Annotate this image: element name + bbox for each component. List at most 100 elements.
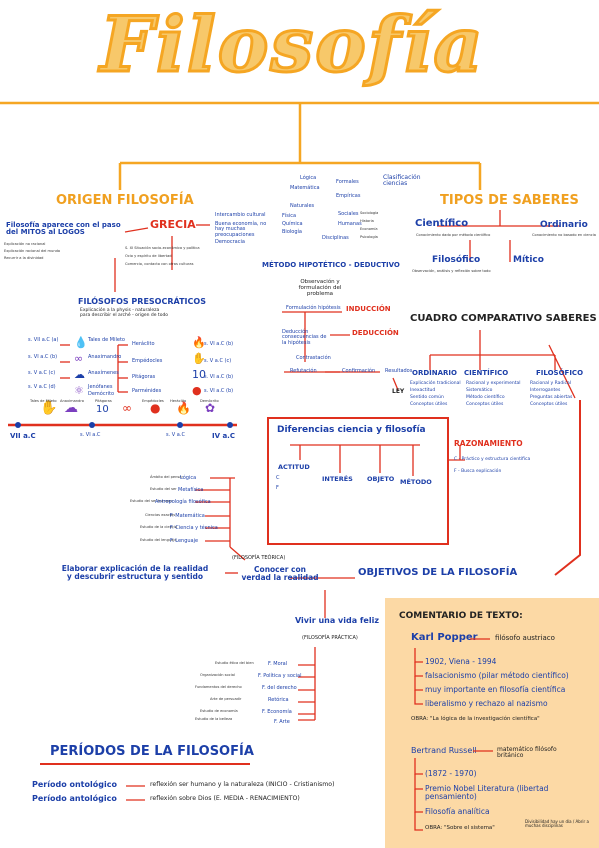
- metodo-top-10: Humanas: [338, 221, 362, 227]
- filosofia-teorica: (FILOSOFÍA TEÓRICA): [232, 555, 286, 561]
- grecia-label: GRECIA: [150, 218, 196, 231]
- right-date-1: s. V a.C (c): [204, 358, 232, 364]
- presocraticos-sub: Explicación a la physis - naturaleza par…: [80, 308, 169, 318]
- metodo-step-2: INDUCCIÓN: [346, 305, 391, 313]
- cuadro-cien-0: Racional y experimental: [466, 381, 521, 386]
- rama-right-1: F. Política y social: [258, 673, 302, 679]
- rama-left-note-4: Estudio de la ciencia: [140, 525, 178, 529]
- diferencias-col-0: ACTITUD: [278, 463, 310, 471]
- timeline-mark-0: Tales de Mileto: [30, 399, 57, 403]
- metodo-top-4: Empíricas: [336, 193, 361, 199]
- russell-obra-note: Divisibilidad hay un día / Abrir a mucha…: [525, 819, 589, 829]
- rama-left-5: F. Lenguaje: [170, 538, 199, 544]
- timeline-mark-4: Heráclito: [170, 399, 187, 403]
- timeline-mark-1: Anaximandro: [60, 399, 84, 403]
- metodo-step-5: Contrastación: [296, 355, 331, 361]
- grecia-note-2: Comercio, contacto con otras culturas: [125, 262, 194, 266]
- cuadro-col-2: FILOSÓFICO: [536, 369, 584, 377]
- svg-text:10: 10: [96, 404, 109, 415]
- commentary-box: COMENTARIO DE TEXTO: Karl Popper filósof…: [385, 598, 599, 848]
- razonamiento-heading: RAZONAMIENTO: [454, 439, 523, 448]
- russell-item-1: Premio Nobel Literatura (libertad pensam…: [425, 784, 549, 801]
- metodo-step-7: Confirmación: [342, 368, 376, 374]
- rama-right-5: F. Arte: [274, 719, 290, 725]
- rama-left-note-0: Ámbito del pensar: [150, 475, 183, 479]
- rama-left-2: Antropología filosófica: [155, 499, 211, 505]
- timeline-3: IV a.C: [212, 432, 235, 440]
- metodo-top-15: Disciplinas: [322, 235, 349, 241]
- tipos-note-0: Conocimiento dado por método científico: [416, 233, 491, 237]
- conocer-label: Conocer con verdad la realidad: [241, 565, 319, 582]
- presocraticos-title: FILÓSOFOS PRESOCRÁTICOS: [78, 297, 206, 306]
- origen-heading: ORIGEN FILOSOFÍA: [56, 193, 194, 208]
- left-name-5: Demócrito: [88, 391, 115, 397]
- cuadro-filo-3: Conceptos útiles: [530, 402, 568, 407]
- right-name-3: Parménides: [132, 388, 162, 394]
- timeline-1: s. VI a.C: [80, 432, 101, 438]
- left-name-2: Anaxímenes: [88, 370, 119, 376]
- rama-right-note-5: Estudio de la belleza: [195, 717, 233, 721]
- origen-main: Filosofía aparece con el paso del MITOS …: [6, 221, 121, 237]
- cuadro-col-1: CIENTÍFICO: [464, 369, 509, 377]
- rama-right-note-3: Arte de persuadir: [210, 697, 242, 701]
- cuadro-ord-1: Inexactitud: [410, 388, 436, 393]
- popper-item-2: muy importante en filosofía científica: [425, 685, 566, 694]
- page-title: Filosofía: [99, 0, 485, 91]
- cuadro-ord-2: Sentido común: [410, 395, 444, 400]
- cuadro-cien-2: Método científico: [466, 395, 505, 400]
- periodo-0-desc: reflexión ser humano y la naturaleza (IN…: [150, 781, 335, 788]
- svg-text:🔥: 🔥: [176, 401, 191, 415]
- popper-obra: OBRA: "La lógica de la investigación cie…: [411, 716, 540, 722]
- left-name-1: Anaximandro: [88, 354, 122, 360]
- russell-item-2: Filosofía analítica: [425, 807, 490, 816]
- left-name-0: Tales de Mileto: [88, 337, 125, 343]
- rama-right-note-4: Estudio de economía: [200, 709, 238, 713]
- rama-left-1: Metafísica: [178, 487, 204, 493]
- cuadro-filo-0: Racional y Radical: [530, 381, 572, 386]
- rama-right-2: F. del derecho: [262, 685, 297, 691]
- russell-desc: matemático filósofo británico: [497, 746, 557, 760]
- svg-text:☁: ☁: [74, 368, 85, 381]
- svg-text:⚛: ⚛: [74, 384, 84, 397]
- cuadro-filo-2: Preguntas abiertas: [530, 395, 573, 400]
- rama-left-0: Lógica: [180, 475, 197, 481]
- razonamiento-line-0: C - Práctico y estructura científica: [454, 457, 531, 462]
- popper-desc: filósofo austriaco: [495, 634, 555, 642]
- tipos-filosofico: Filosófico: [432, 255, 481, 265]
- presocratic-timeline: ✋ ☁ 10 ∞ ● 🔥 ✿: [8, 399, 237, 428]
- metodo-top-1: Matemática: [290, 185, 320, 191]
- svg-text:∞: ∞: [74, 352, 83, 365]
- cuadro-cien-1: Sistemático: [466, 388, 493, 393]
- diferencias-col-1: INTERÉS: [322, 475, 353, 483]
- tipos-mitico: Mítico: [513, 255, 544, 265]
- russell-obra: OBRA: "Sobre el sistema": [425, 825, 495, 831]
- school-3: s. V a.C (d): [28, 384, 56, 390]
- cuadro-col-0: ORDINARIO: [412, 369, 457, 377]
- elaborar-label: Elaborar explicación de la realidad y de…: [61, 564, 209, 581]
- periodos-heading: PERÍODOS DE LA FILOSOFÍA: [50, 744, 254, 759]
- rama-left-4: F. Ciencia y técnica: [170, 525, 218, 531]
- svg-text:✋: ✋: [192, 352, 206, 365]
- razonamiento-line-1: F - Busca explicación: [454, 469, 502, 474]
- cuadro-heading: CUADRO COMPARATIVO SABERES: [410, 313, 597, 324]
- timeline-0: VII a.C: [10, 432, 36, 440]
- school-2: s. V a.C (c): [28, 370, 56, 376]
- rama-right-4: F. Economía: [262, 709, 292, 715]
- rama-left-note-1: Estudio del ser: [150, 487, 177, 491]
- metodo-top-5: Naturales: [290, 203, 315, 209]
- svg-text:●: ●: [192, 384, 202, 397]
- metodo-top-13: Economía: [360, 227, 378, 231]
- metodo-step-8: Resultados: [385, 368, 413, 374]
- tipos-ordinario: Ordinario: [540, 220, 588, 230]
- rama-left-3: F. Matemática: [170, 513, 205, 519]
- intercambio-0: Intercambio cultural: [215, 212, 266, 218]
- svg-text:✋: ✋: [40, 399, 57, 416]
- right-date-3: s. VI a.C (b): [204, 388, 234, 394]
- periodo-0-name: Período ontológico: [32, 780, 117, 789]
- grecia-note-0: S. XI Situación socio-económica y políti…: [125, 246, 200, 250]
- metodo-top-7: Química: [282, 221, 303, 227]
- rama-right-note-2: Fundamentos del derecho: [195, 685, 242, 689]
- svg-text:✿: ✿: [205, 401, 215, 415]
- intercambio-1: Buena economía, no hay muchas preocupaci…: [215, 221, 267, 238]
